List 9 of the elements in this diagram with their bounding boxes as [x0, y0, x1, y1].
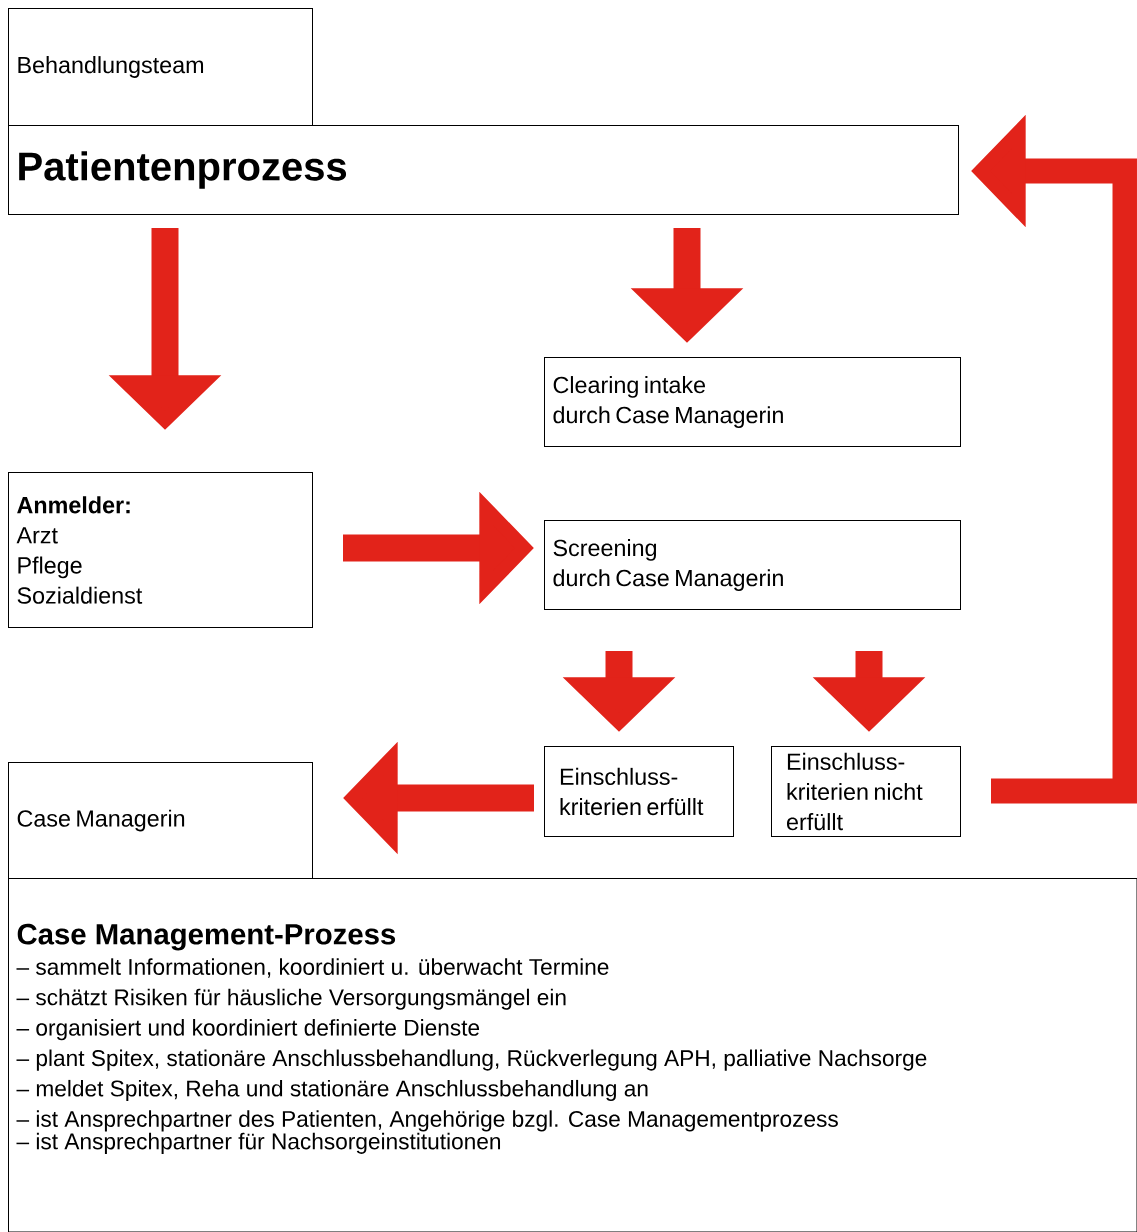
- description-panel: Case Management-Prozess – sammelt Informationen, koordiniert u. überwacht Termine – schätzt Risiken für häusliche Versorgungsmängel ein – organisiert und koordiniert definierte Dienste – plant Spitex, stationäre Anschlussbehandlung, Rückverlegung APH, palliative Nachsorge – meldet Spitex, Reha und stationäre Anschlussbehandlung an – ist Ansprechpartner des Patienten, Angehörige bzgl. Case Managementprozess – ist Ansprechpartner für Nachsorgeinstitutionen: [8, 878, 1137, 1232]
- process-box: Clearing intake durch Case Managerin: [544, 357, 961, 447]
- process-box: Anmelder: Arzt Pflege Sozialdienst: [8, 472, 313, 628]
- outcome-box: Einschluss- kriterien nicht erfüllt: [771, 746, 961, 837]
- process-box: Screening durch Case Managerin: [544, 520, 961, 610]
- process-header-box: Patientenprozess: [8, 125, 959, 215]
- team-box: Behandlungsteam: [8, 8, 313, 126]
- outcome-box: Einschluss- kriterien erfüllt: [544, 746, 734, 837]
- role-box: Case Managerin: [8, 762, 313, 879]
